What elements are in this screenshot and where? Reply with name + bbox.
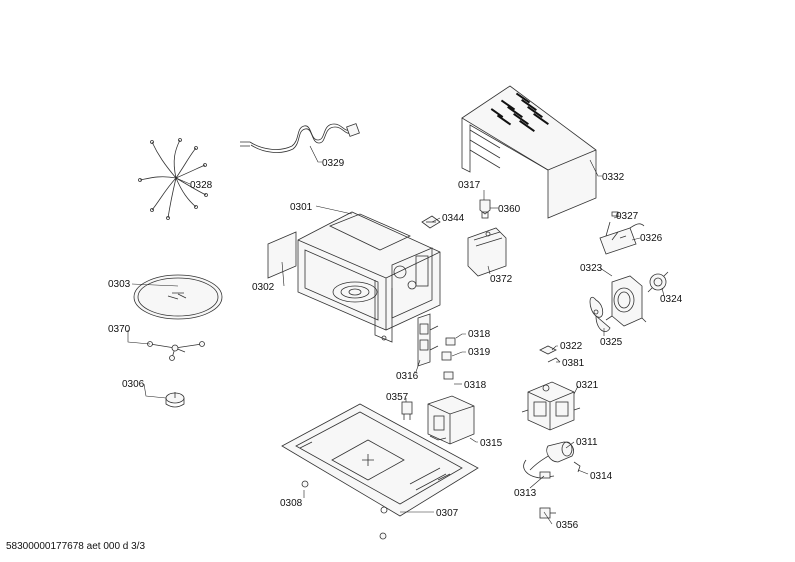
waveguide-cover-drawing	[467, 227, 507, 277]
label-0326: 0326	[640, 233, 663, 244]
label-0360: 0360	[498, 204, 521, 215]
label-0344: 0344	[442, 213, 465, 224]
label-0306: 0306	[122, 379, 145, 390]
label-0381: 0381	[562, 358, 585, 369]
control-board-drawing	[599, 211, 645, 255]
hv-diode-drawing	[523, 459, 581, 479]
label-0324: 0324	[660, 294, 683, 305]
cavity-housing-drawing	[297, 211, 441, 343]
label-0315: 0315	[480, 438, 503, 449]
hv-transformer-drawing	[521, 381, 581, 431]
label-0318b: 0318	[464, 380, 487, 391]
foot-drawing	[301, 480, 387, 540]
bracket-small-drawing	[539, 345, 561, 363]
label-0316: 0316	[396, 371, 419, 382]
label-0302: 0302	[252, 282, 275, 293]
label-0319: 0319	[468, 347, 491, 358]
label-0303: 0303	[108, 279, 131, 290]
label-0325: 0325	[600, 337, 623, 348]
fan-housing-drawing	[605, 275, 647, 327]
label-0321: 0321	[576, 380, 599, 391]
lamp-parts-drawing	[421, 199, 491, 229]
label-0327: 0327	[616, 211, 639, 222]
label-0370: 0370	[108, 324, 131, 335]
label-0311: 0311	[576, 437, 598, 448]
hv-capacitor-drawing	[529, 441, 574, 471]
label-0301: 0301	[290, 202, 313, 213]
label-0328: 0328	[190, 180, 213, 191]
magnetron-drawing	[427, 395, 475, 445]
label-0322: 0322	[560, 341, 583, 352]
label-0318a: 0318	[468, 329, 491, 340]
power-cord-drawing	[240, 123, 360, 153]
roller-ring-drawing	[147, 341, 205, 361]
wire-harness-drawing	[138, 138, 208, 220]
part-labels: 0328 0329 0332 0301 0302 0303 0370 0306 …	[108, 158, 683, 531]
fuse-drawing	[539, 507, 556, 519]
label-0372: 0372	[490, 274, 513, 285]
label-0307: 0307	[436, 508, 459, 519]
label-0313: 0313	[514, 488, 537, 499]
label-0356: 0356	[556, 520, 579, 531]
leader-lines	[127, 145, 665, 525]
label-0329: 0329	[322, 158, 345, 169]
coupler-drawing	[165, 392, 185, 408]
outer-cabinet-drawing	[461, 85, 597, 219]
glass-turntable-drawing	[133, 274, 223, 320]
fuse-holder-drawing	[401, 401, 413, 420]
fan-motor-drawing	[647, 271, 669, 293]
base-plate-drawing	[281, 403, 479, 517]
interlock-bracket-drawing	[417, 313, 439, 367]
micro-switches-drawing	[441, 337, 456, 380]
cavity-panel-drawing	[267, 231, 297, 279]
document-id: 58300000177678 aet 000 d 3/3	[6, 541, 146, 552]
label-0317: 0317	[458, 180, 481, 191]
label-0332: 0332	[602, 172, 625, 183]
label-0314: 0314	[590, 471, 613, 482]
label-0323: 0323	[580, 263, 603, 274]
label-0357: 0357	[386, 392, 409, 403]
fan-blade-drawing	[589, 297, 611, 332]
label-0308: 0308	[280, 498, 303, 509]
